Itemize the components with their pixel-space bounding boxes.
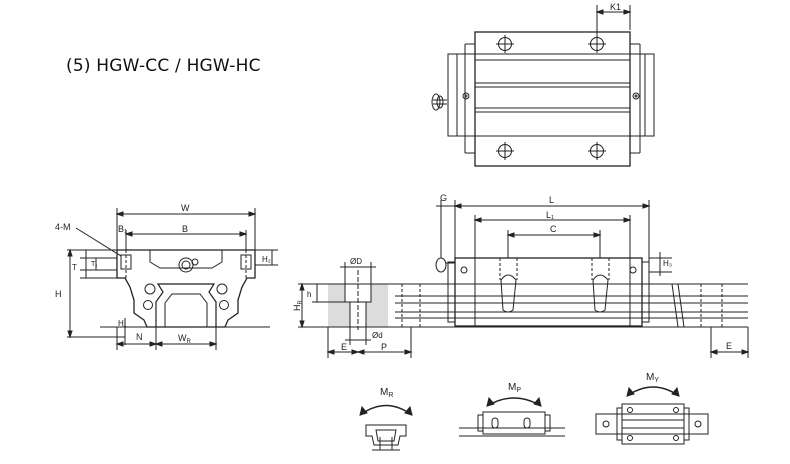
side-carriage xyxy=(454,257,643,327)
label-n: N xyxy=(136,332,143,342)
label-my: MY xyxy=(646,372,659,384)
label-k1: K1 xyxy=(610,2,621,12)
label-w: W xyxy=(181,203,190,213)
label-l1: L₁ xyxy=(546,210,554,220)
label-g: G xyxy=(440,193,447,203)
label-h1: H₁ xyxy=(118,319,127,328)
side-view: G L L₁ C H₃ xyxy=(292,193,750,358)
label-t1: T₁ xyxy=(91,261,98,268)
label-mr: MR xyxy=(380,387,393,399)
label-c: C xyxy=(550,224,557,234)
label-od-small: Ød xyxy=(372,331,383,340)
my-arrow-icon xyxy=(626,386,680,397)
top-carriage xyxy=(474,31,631,167)
top-rail xyxy=(447,53,655,137)
grease-nipple-icon xyxy=(431,93,447,111)
label-wr: WR xyxy=(178,333,192,345)
label-mp: MP xyxy=(508,382,521,394)
diagram-title: (5) HGW-CC / HGW-HC xyxy=(66,56,261,76)
label-b: B xyxy=(182,224,188,234)
top-view: K1 xyxy=(431,2,655,167)
label-e-left: E xyxy=(341,342,347,352)
label-od: ØD xyxy=(350,257,362,266)
label-e-right: E xyxy=(726,341,732,351)
moment-my: MY xyxy=(595,372,709,445)
mr-arrow-icon xyxy=(359,404,413,416)
label-b1: B₁ xyxy=(118,224,127,234)
front-view: W B B₁ 4-M H T T₁ xyxy=(55,203,278,350)
label-p: P xyxy=(381,342,387,352)
label-h: H xyxy=(55,289,62,299)
label-4m: 4-M xyxy=(55,222,71,232)
label-h-small: h xyxy=(307,290,311,299)
label-t: T xyxy=(72,263,77,272)
moment-mr: MR xyxy=(359,387,413,451)
label-hr: HR xyxy=(292,300,304,312)
moment-mp: MP xyxy=(459,382,565,437)
top-bolt-holes xyxy=(496,35,606,160)
label-l: L xyxy=(549,195,554,205)
side-grease-nipple-icon xyxy=(435,257,455,273)
label-h3: H₃ xyxy=(663,259,672,268)
label-h2: H₂ xyxy=(262,255,271,264)
mp-arrow-icon xyxy=(486,397,542,407)
